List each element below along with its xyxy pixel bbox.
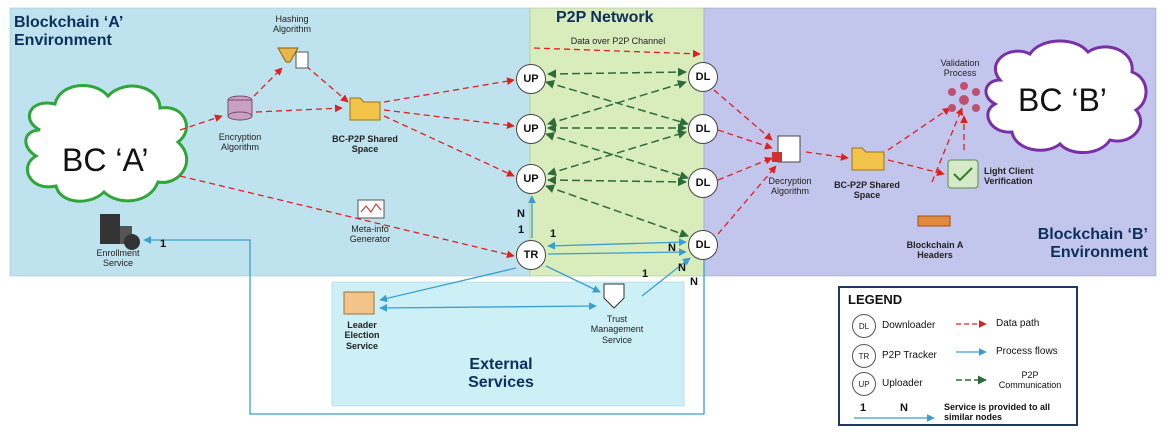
legend-card-n: N (900, 402, 908, 414)
card-n-trust-2: N (690, 276, 698, 288)
headers-label: Blockchain A Headers (906, 240, 964, 261)
downloader-node-3: DL (688, 168, 718, 198)
external-title: External Services (468, 356, 534, 392)
legend-p2p-label: P2P Communication (998, 370, 1062, 390)
headers-icon (917, 215, 951, 227)
tracker-node: TR (516, 240, 546, 270)
legend-dl-label: Downloader (882, 320, 936, 331)
legend-service-note: Service is provided to all similar nodes (944, 402, 1051, 422)
leader-label: Leader Election Service (344, 320, 380, 351)
cloud-a-label: BC ‘A’ (62, 142, 149, 178)
legend-card-one: 1 (860, 402, 867, 414)
trust-icon (603, 283, 625, 309)
enrollment-label: Enrollment Service (96, 248, 140, 269)
legend-tr-node: TR (852, 344, 876, 368)
metainfo-label: Meta-info Generator (349, 224, 391, 245)
downloader-node-2: DL (688, 114, 718, 144)
legend-box: LEGEND DL Downloader TR P2P Tracker UP U… (838, 286, 1078, 426)
card-1-dl: 1 (550, 228, 557, 240)
card-1-tr: 1 (518, 224, 525, 236)
folder-icon-a (349, 97, 381, 121)
metainfo-icon (357, 199, 385, 219)
legend-data-path-label: Data path (996, 318, 1040, 329)
legend-process-flows-label: Process flows (996, 346, 1058, 357)
uploader-node-3: UP (516, 164, 546, 194)
card-n-trust-1: N (678, 262, 686, 274)
card-n-tr: N (517, 208, 525, 220)
legend-tr-label: P2P Tracker (882, 350, 937, 361)
p2p-title: P2P Network (556, 9, 654, 26)
card-1-trust: 1 (642, 268, 649, 280)
legend-dl-node: DL (852, 314, 876, 338)
encryption-label: Encryption Algorithm (218, 132, 262, 153)
uploader-node-1: UP (516, 64, 546, 94)
downloader-node-1: DL (688, 62, 718, 92)
channel-label: Data over P2P Channel (570, 36, 666, 46)
cloud-a-shape (24, 84, 189, 203)
legend-up-label: Uploader (882, 378, 923, 389)
downloader-node-4: DL (688, 230, 718, 260)
decryption-icon (772, 135, 801, 163)
uploader-node-2: UP (516, 114, 546, 144)
hashing-label: Hashing Algorithm (272, 14, 311, 35)
folder-icon-b (851, 147, 885, 171)
validation-icon (948, 82, 980, 112)
encryption-icon (227, 95, 253, 121)
trust-label: Trust Management Service (590, 314, 644, 345)
legend-title: LEGEND (848, 292, 903, 307)
light-client-label: Light Client Verification (984, 166, 1034, 187)
env-a-title: Blockchain ‘A’ Environment (14, 14, 123, 50)
card-1-enroll: 1 (160, 238, 167, 250)
leader-icon (343, 291, 375, 315)
light-client-icon (947, 159, 979, 189)
env-b-title: Blockchain ‘B’ Environment (1037, 226, 1148, 262)
card-n-dl: N (668, 242, 676, 254)
validation-label: Validation Process (940, 58, 980, 79)
enrollment-icon (100, 214, 140, 250)
decryption-label: Decryption Algorithm (768, 176, 812, 197)
legend-up-node: UP (852, 372, 876, 396)
legend-line-samples (854, 320, 987, 422)
shared-a-label: BC-P2P Shared Space (332, 134, 398, 155)
shared-b-label: BC-P2P Shared Space (834, 180, 900, 201)
cloud-b-shape (984, 39, 1148, 155)
hashing-icon (277, 47, 309, 69)
cloud-b-label: BC ‘B’ (1018, 82, 1107, 118)
